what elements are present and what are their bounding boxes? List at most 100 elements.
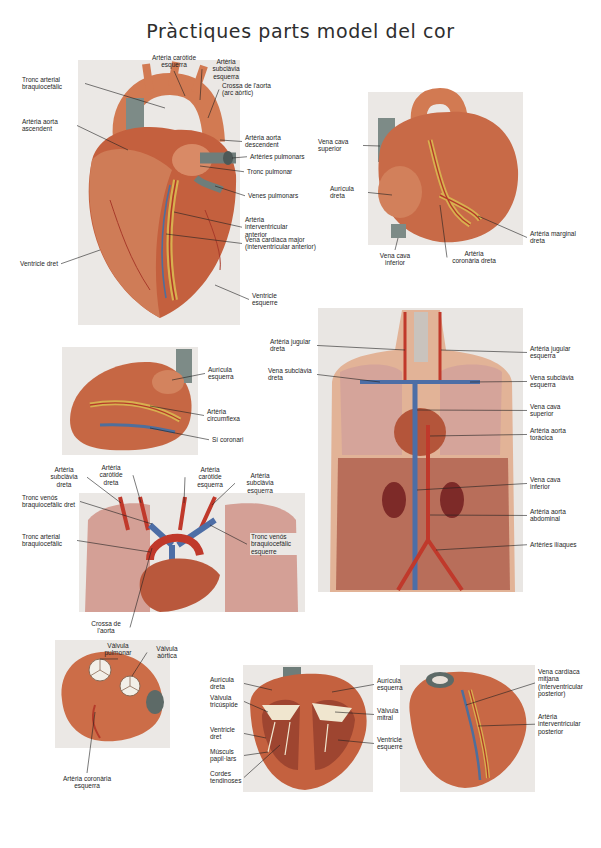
leader-line — [200, 166, 244, 172]
leader-line — [172, 373, 205, 380]
valves-top-view — [55, 640, 170, 748]
leader-line — [332, 684, 374, 692]
leader-line — [244, 752, 268, 755]
part-label: Cordes tendinoses — [210, 770, 241, 785]
part-label: Aurícula dreta — [210, 676, 241, 691]
leader-line — [85, 83, 165, 108]
leader-line — [317, 345, 405, 350]
part-label: Vena cardíaca mitjana (interventricular … — [538, 668, 598, 698]
page-title: Pràctiques parts model del cor — [0, 20, 601, 42]
leader-line — [440, 205, 447, 257]
leader-line — [317, 374, 380, 382]
part-label: Ventricle dret — [20, 260, 58, 267]
part-label: Músculs papil·lars — [210, 748, 241, 763]
leader-line — [335, 712, 374, 714]
part-label: Vàlvula pulmonar — [98, 642, 138, 657]
leader-line — [174, 71, 185, 96]
part-label: Vena subclàvia esquerra — [530, 374, 582, 389]
torso-model — [318, 308, 523, 592]
part-label: Tronc arterial braquiocefàlic — [22, 76, 82, 91]
part-label: Artèria coronària dreta — [450, 250, 498, 265]
leader-line — [215, 285, 249, 299]
part-label: Artèria subclàvia esquerra — [205, 58, 247, 80]
part-label: Artèries pulmonars — [250, 153, 308, 160]
leader-line — [363, 145, 380, 147]
leader-line — [87, 712, 95, 773]
part-label: Artèria caròtide dreta — [92, 464, 130, 486]
leader-line — [436, 545, 527, 550]
leader-line — [244, 683, 272, 690]
part-label: Vena subclàvia dreta — [268, 367, 314, 382]
leader-line — [466, 683, 535, 705]
part-label: Vàlvula mitral — [377, 707, 407, 722]
part-label: Aurícula esquerra — [208, 366, 253, 381]
left-heart — [62, 347, 198, 455]
part-label: Vena cava inferior — [376, 252, 414, 267]
leader-line — [210, 525, 247, 544]
part-label: Artèria aorta abdominal — [530, 508, 582, 523]
part-label: Aurícula dreta — [330, 185, 365, 200]
leader-line — [395, 238, 398, 250]
part-label: Vàlvula tricúspide — [210, 694, 241, 709]
part-label: Artèria interventricular posterior — [538, 713, 598, 735]
part-label: Artèria marginal dreta — [530, 230, 586, 245]
part-label: Aurícula esquerra — [377, 677, 407, 692]
leader-line — [77, 540, 150, 552]
leader-line — [430, 515, 527, 516]
part-label: Artèria subclàvia esquerra — [238, 472, 282, 494]
leader-line — [368, 192, 392, 195]
part-label: Sí coronari — [212, 436, 252, 443]
leader-line — [478, 724, 535, 726]
part-label: Artèria interventricular anterior — [245, 216, 305, 238]
part-label: Artèria subclàvia dreta — [44, 466, 84, 488]
part-label: Tronc venós braquiocefàlic esquerre — [250, 533, 304, 555]
part-label: Tronc pulmonar — [247, 168, 302, 175]
part-label: Artèria circumflexa — [207, 408, 255, 423]
part-label: Ventricle esquerre — [377, 736, 407, 751]
leader-line — [132, 652, 147, 676]
leader-line — [417, 410, 527, 411]
part-label: Artèria jugular dreta — [270, 338, 314, 353]
part-label: Artèries ilíaques — [530, 541, 582, 548]
leader-line — [244, 733, 266, 738]
leader-line — [130, 548, 152, 627]
leader-line — [244, 701, 268, 712]
leader-line — [430, 434, 527, 436]
leader-line — [417, 483, 527, 490]
anterior-heart — [78, 60, 240, 325]
part-label: Ventricle esquerre — [252, 292, 294, 307]
part-label: Ventricle dret — [210, 726, 241, 741]
part-label: Crossa de l'aorta — [85, 620, 127, 635]
leader-line — [174, 212, 242, 227]
leader-line — [80, 501, 152, 524]
leader-line — [133, 475, 141, 503]
part-label: Artèria aorta descendent — [245, 134, 301, 149]
leader-line — [478, 216, 527, 237]
part-label: Vena cava inferior — [530, 476, 578, 491]
leader-line — [338, 740, 374, 743]
leader-line — [470, 381, 527, 383]
leader-line — [441, 350, 527, 352]
part-label: Vàlvula aòrtica — [150, 645, 184, 660]
leader-line — [61, 250, 100, 264]
leader-line — [200, 69, 202, 100]
part-label: Artèria caròtide esquerra — [188, 466, 232, 488]
part-label: Crossa de l'aorta (arc aòrtic) — [222, 82, 280, 97]
leader-line — [208, 89, 219, 118]
part-label: Artèria coronària esquerra — [62, 775, 112, 790]
part-label: Artèria aorta ascendent — [22, 118, 74, 133]
leader-line — [215, 186, 245, 196]
part-label: Artèria caròtide esquerra — [150, 54, 198, 69]
leader-line — [232, 157, 247, 158]
leader-line — [100, 658, 118, 659]
part-label: Venes pulmonars — [248, 192, 303, 199]
part-label: Vena cava superior — [530, 403, 578, 418]
leader-line — [166, 234, 242, 243]
leader-line — [150, 406, 204, 415]
posterior-heart — [400, 665, 535, 792]
part-label: Tronc arterial braquiocefàlic — [22, 533, 74, 548]
part-label: Vena cardíaca major (interventricular an… — [245, 236, 317, 251]
leader-line — [244, 745, 280, 777]
